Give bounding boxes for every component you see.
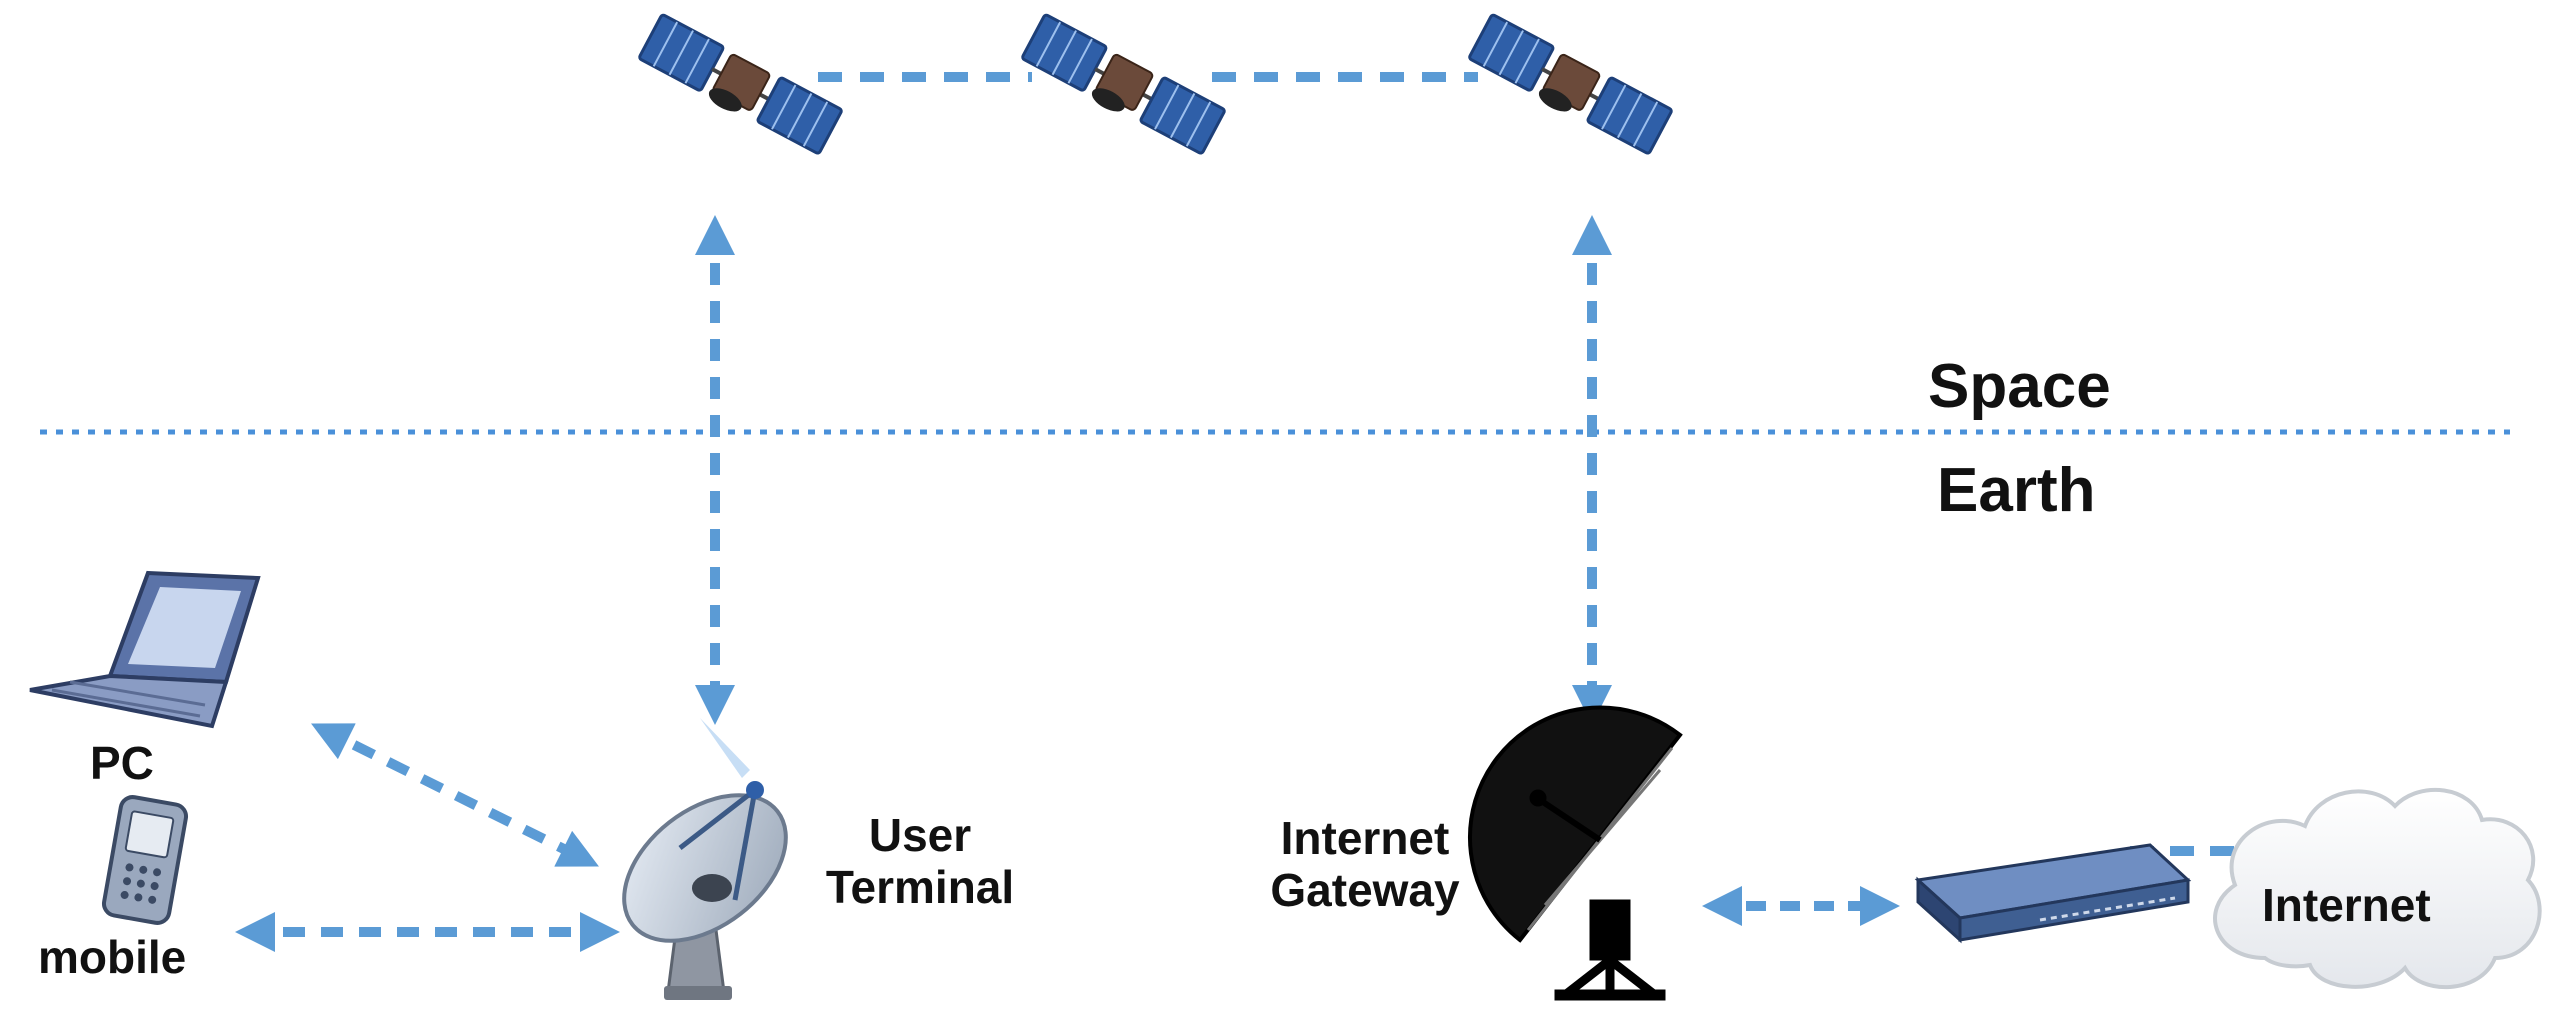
internet-gateway-label: Internet Gateway: [1245, 812, 1485, 916]
ground-station-antenna-icon: [1468, 705, 1683, 1001]
user-terminal-label: User Terminal: [810, 809, 1030, 913]
user-terminal-label-line2: Terminal: [825, 860, 1015, 913]
space-label: Space: [1928, 352, 2111, 421]
internet-gateway-label-line1: Internet: [1280, 812, 1450, 864]
satellite-icon: [1468, 13, 1673, 155]
internet-gateway-label-line2: Gateway: [1270, 863, 1460, 916]
mobile-phone-icon: [101, 795, 189, 925]
pc-label: PC: [90, 737, 154, 789]
satellite-icon: [638, 13, 843, 155]
earth-label: Earth: [1937, 456, 2096, 525]
user-terminal-label-line1: User: [868, 809, 972, 861]
satellite-icon: [1021, 13, 1226, 155]
satellite-dish-icon: [622, 718, 788, 1000]
cloud-icon: [2213, 787, 2542, 989]
laptop-icon: [29, 570, 261, 729]
internet-label: Internet: [2262, 879, 2431, 931]
mobile-label: mobile: [38, 931, 187, 983]
pc-link: [311, 723, 599, 867]
router-icon: [1914, 843, 2192, 944]
